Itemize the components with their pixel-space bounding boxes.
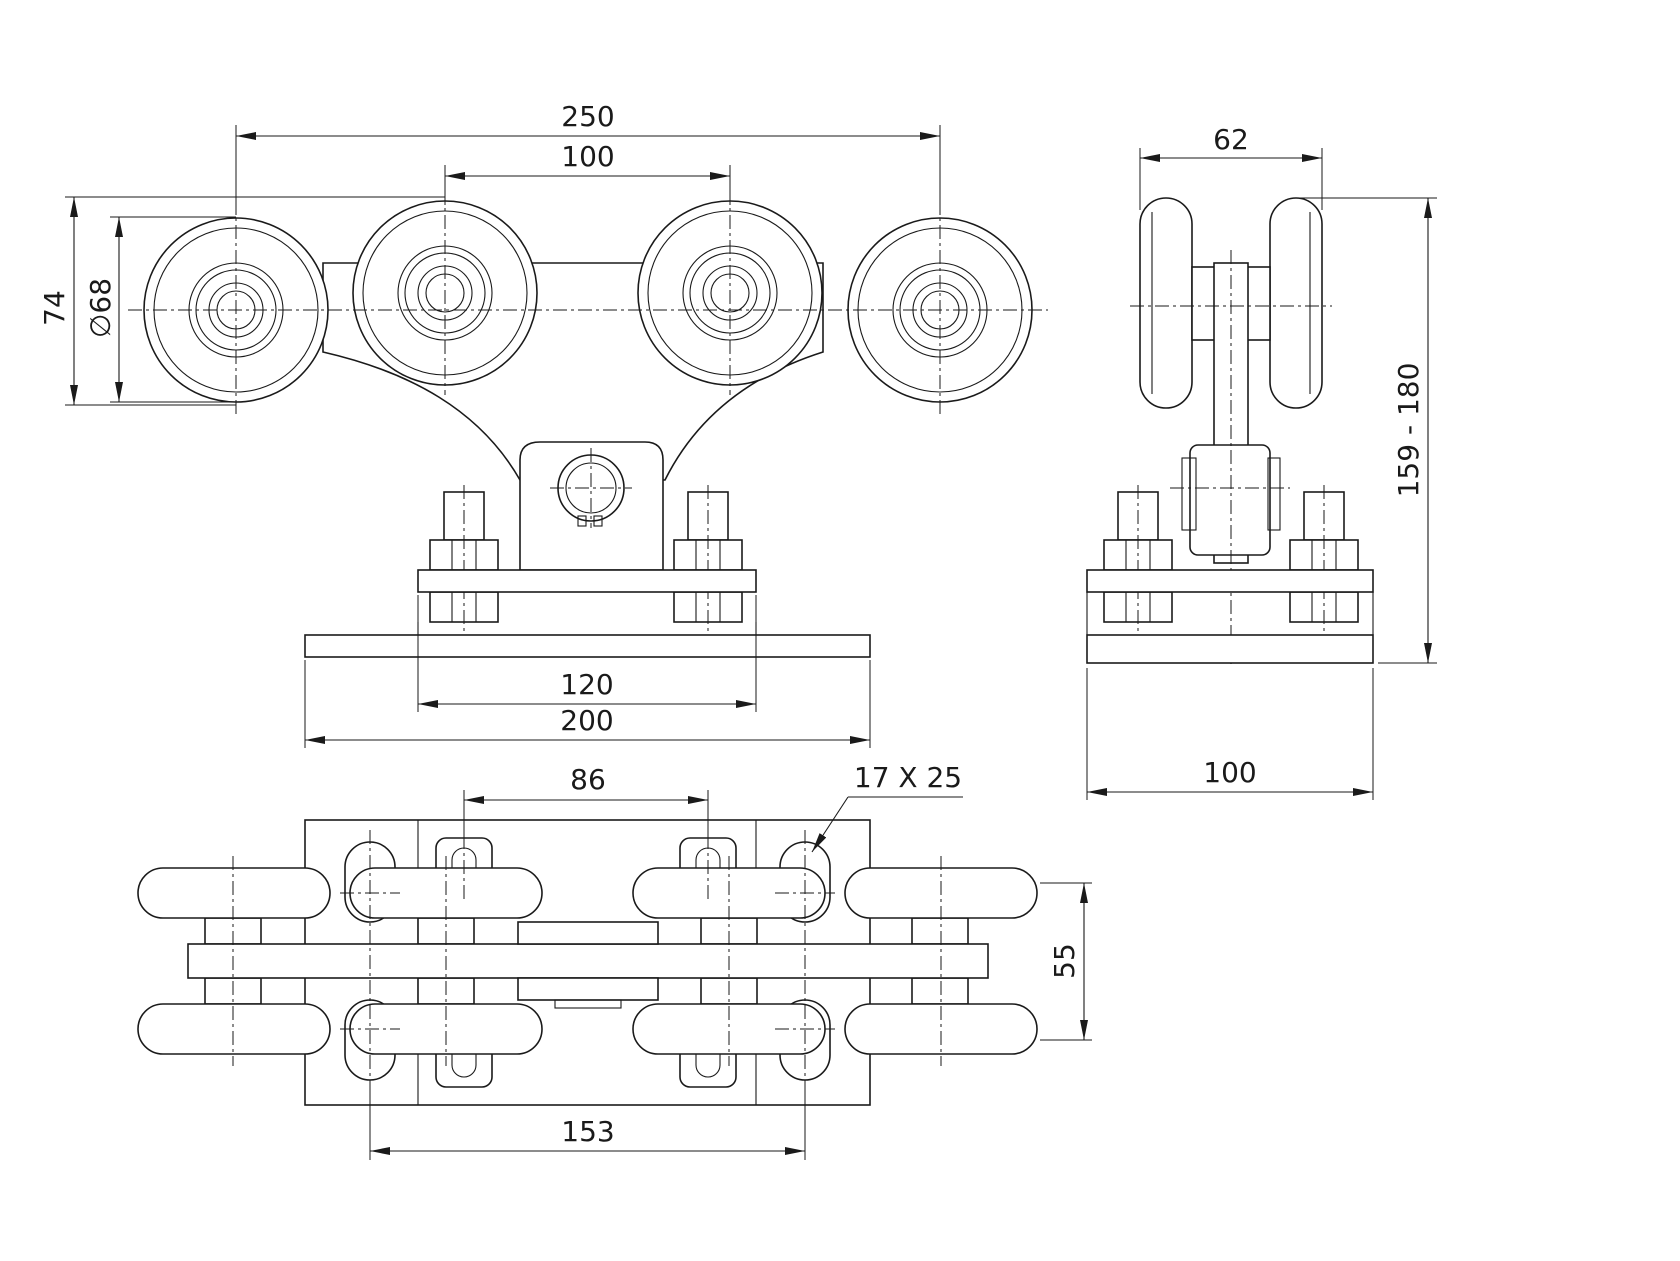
bolt-left	[429, 485, 499, 660]
dim-120: 120	[560, 668, 613, 701]
front-view: 250 100 74 ∅68 120 200	[38, 100, 1048, 748]
side-view: 62 159 - 180 100	[1086, 123, 1437, 800]
top-wheel-5	[137, 1003, 331, 1055]
dim-86: 86	[570, 763, 606, 796]
dim-slot-17x25: 17 X 25	[854, 761, 962, 794]
upper-plate	[417, 569, 757, 593]
dim-153: 153	[561, 1115, 614, 1148]
side-wheel-right	[1269, 197, 1323, 409]
dim-55: 55	[1048, 943, 1081, 979]
top-wheel-8	[844, 1003, 1038, 1055]
dim-159-180: 159 - 180	[1392, 363, 1425, 498]
side-bolt-left	[1103, 485, 1173, 660]
side-wheel-left	[1139, 197, 1193, 409]
top-wheel-1	[137, 867, 331, 919]
top-center-bar	[187, 943, 989, 979]
top-view: 86 17 X 25 55 153	[137, 761, 1092, 1160]
dim-62: 62	[1213, 123, 1249, 156]
dim-diameter-68: ∅68	[84, 278, 117, 338]
dim-74: 74	[38, 290, 71, 326]
dim-250: 250	[561, 100, 614, 133]
base-plate	[304, 634, 871, 658]
dim-100-side: 100	[1203, 756, 1256, 789]
dim-100-top: 100	[561, 140, 614, 173]
side-bolt-right	[1289, 485, 1359, 660]
dim-200: 200	[560, 704, 613, 737]
